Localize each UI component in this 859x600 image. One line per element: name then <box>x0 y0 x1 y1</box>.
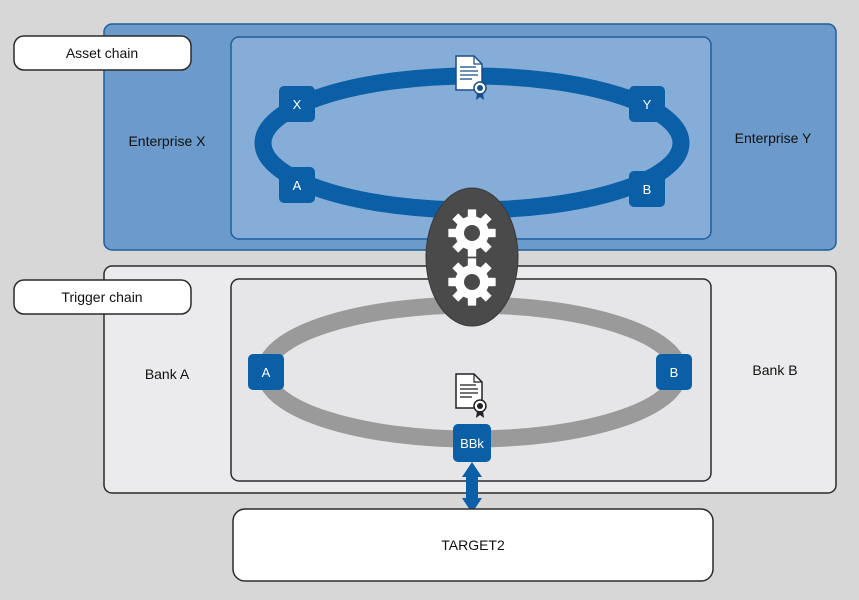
trigger-chain-tab-label: Trigger chain <box>61 289 142 305</box>
target2-label: TARGET2 <box>441 537 505 553</box>
asset-node-y: Y <box>629 86 665 122</box>
trigger-node-a: A <box>248 354 284 390</box>
gear-top-hole <box>464 225 480 241</box>
trigger-node-b-label: B <box>670 365 679 380</box>
target2-box <box>232 508 714 582</box>
enterprise-y-label: Enterprise Y <box>735 130 812 146</box>
asset-chain-tab-label: Asset chain <box>66 45 138 61</box>
asset-node-x-label: X <box>293 97 302 112</box>
bidirectional-arrow <box>462 462 482 513</box>
trigger-certificate-document-icon <box>455 373 487 418</box>
bank-b-label: Bank B <box>752 362 797 378</box>
trigger-node-a-label: A <box>262 365 271 380</box>
asset-node-a: A <box>279 167 315 203</box>
gears-icon <box>425 187 519 327</box>
trigger-node-bbk: BBk <box>453 424 491 462</box>
gear-bottom-icon <box>448 258 496 306</box>
asset-node-b-label: B <box>643 182 652 197</box>
trigger-node-bbk-label: BBk <box>460 436 484 451</box>
gear-top-icon <box>448 209 496 257</box>
trigger-chain-tab <box>13 279 192 315</box>
asset-node-y-label: Y <box>643 97 652 112</box>
asset-certificate-document-icon <box>455 55 487 100</box>
asset-node-b: B <box>629 171 665 207</box>
bank-a-label: Bank A <box>145 366 190 382</box>
trigger-node-b: B <box>656 354 692 390</box>
asset-chain-tab <box>13 35 192 71</box>
gear-bottom-hole <box>464 274 480 290</box>
asset-node-x: X <box>279 86 315 122</box>
enterprise-x-label: Enterprise X <box>128 133 206 149</box>
asset-node-a-label: A <box>293 178 302 193</box>
